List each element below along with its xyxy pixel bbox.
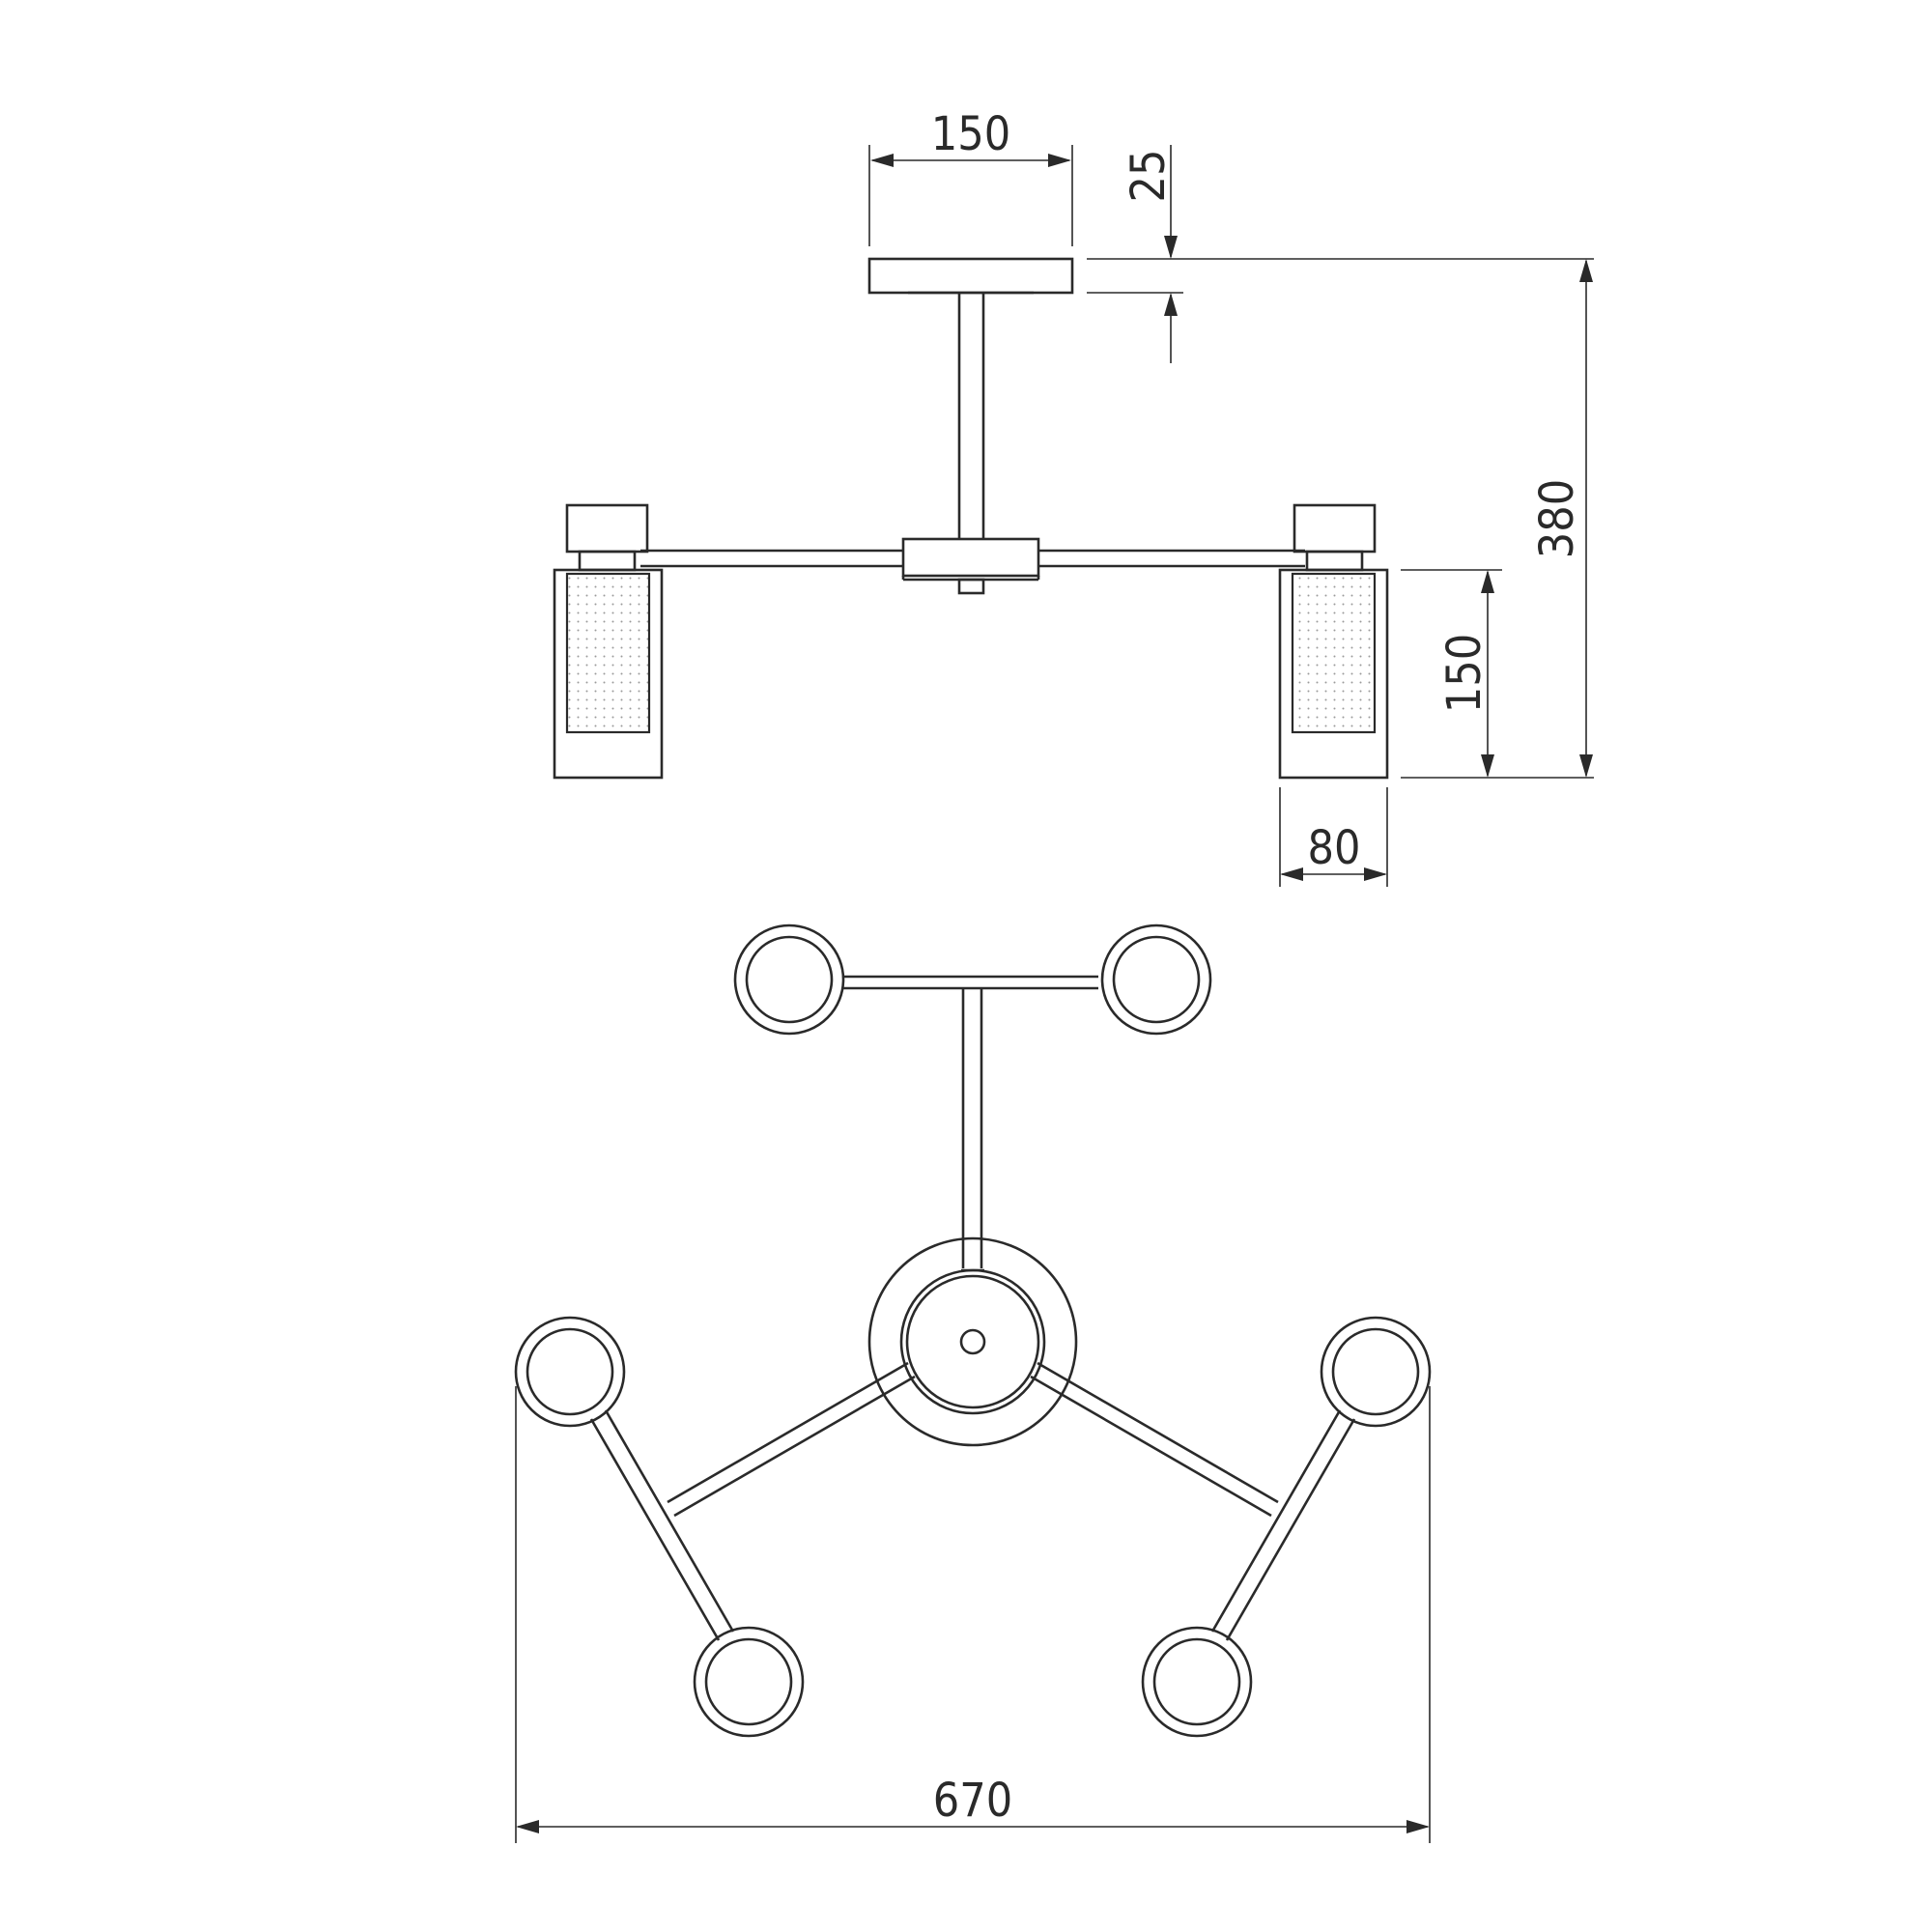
lamp-holder <box>1293 503 1377 554</box>
dimension-label: 150 <box>931 107 1010 161</box>
horizontal-arm <box>640 549 1305 568</box>
top-arm <box>843 975 1098 1268</box>
dimension-canopy-width: 150 <box>868 107 1073 246</box>
ceiling-canopy <box>867 257 1074 295</box>
dimension-label: 380 <box>1530 479 1584 558</box>
dimension-shade-width: 80 <box>1279 787 1388 887</box>
lamp-holder <box>565 503 649 554</box>
dimension-shade-height: 150 <box>1401 569 1502 778</box>
lamp-head <box>1100 923 1212 1036</box>
suspension-rod <box>957 293 985 539</box>
center-screw <box>959 1328 986 1355</box>
shade-diffuser <box>565 572 651 734</box>
lamp-head <box>1320 1316 1432 1428</box>
lamp-shade <box>553 568 664 780</box>
lamp-head <box>1141 1626 1253 1738</box>
dimension-total-height: 380 <box>1401 259 1594 779</box>
dimension-overall-width: 670 <box>515 1386 1431 1843</box>
lamp-head <box>733 923 845 1036</box>
lamp-right-side <box>1278 503 1389 780</box>
lamp-head <box>693 1626 805 1738</box>
central-hub <box>901 537 1040 595</box>
lamp-left-side <box>553 503 664 780</box>
dimension-label: 150 <box>1437 634 1492 713</box>
dimension-label: 670 <box>933 1774 1012 1828</box>
dimension-label: 80 <box>1308 821 1361 875</box>
lamp-head <box>514 1316 626 1428</box>
central-hub-top <box>867 1236 1078 1447</box>
left-arm <box>589 1361 916 1641</box>
dimension-label: 25 <box>1122 150 1176 203</box>
right-arm <box>1030 1361 1356 1641</box>
lamp-shade <box>1278 568 1389 780</box>
top-view: 670 <box>514 923 1432 1843</box>
dimension-canopy-height: 25 <box>1087 145 1594 363</box>
shade-diffuser <box>1291 572 1377 734</box>
side-view: 150 25 380 150 <box>553 107 1594 887</box>
